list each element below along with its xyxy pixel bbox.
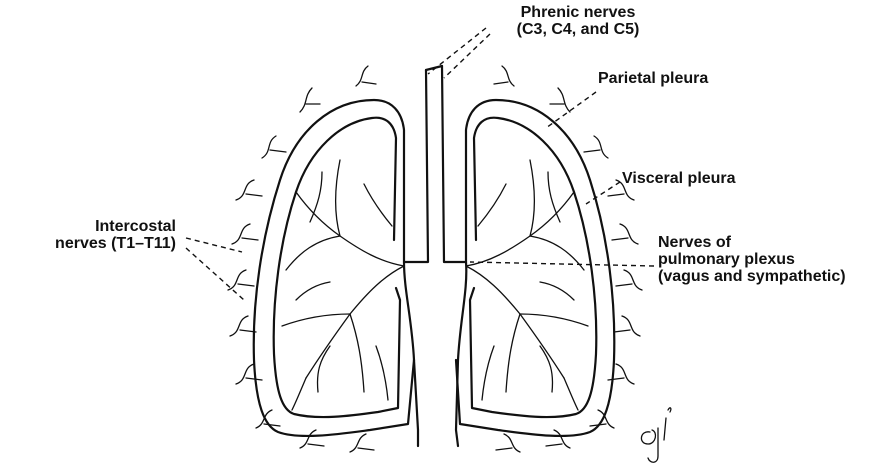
intercostal-label-line2: nerves (T1–T11) (6, 235, 176, 252)
right-bronchial-nerves (466, 160, 588, 410)
pulmonary-label-line3: (vagus and sympathetic) (658, 268, 846, 285)
pulmonary-plexus-label: Nerves of pulmonary plexus (vagus and sy… (658, 234, 846, 285)
phrenic-label-line2: (C3, C4, and C5) (478, 21, 678, 38)
intercostal-leader-upper (186, 238, 242, 252)
pulmonary-label-line1: Nerves of (658, 234, 846, 251)
pulmonary-leader (470, 262, 654, 266)
intercostal-leader-lower (186, 248, 244, 300)
left-bronchial-nerves (282, 160, 404, 410)
right-visceral-pleura (470, 118, 596, 417)
artist-signature (641, 408, 670, 462)
phrenic-nerves-label: Phrenic nerves (C3, C4, and C5) (478, 4, 678, 38)
phrenic-label-line1: Phrenic nerves (478, 4, 678, 21)
phrenic-leader-right (444, 34, 490, 78)
left-visceral-pleura (274, 118, 400, 417)
intercostal-label-line1: Intercostal (6, 218, 176, 235)
parietal-pleura-label: Parietal pleura (598, 70, 708, 87)
right-lung (456, 100, 614, 436)
intercostal-nerves-label: Intercostal nerves (T1–T11) (6, 218, 176, 252)
visceral-pleura-label: Visceral pleura (622, 170, 736, 187)
pulmonary-label-line2: pulmonary plexus (658, 251, 846, 268)
